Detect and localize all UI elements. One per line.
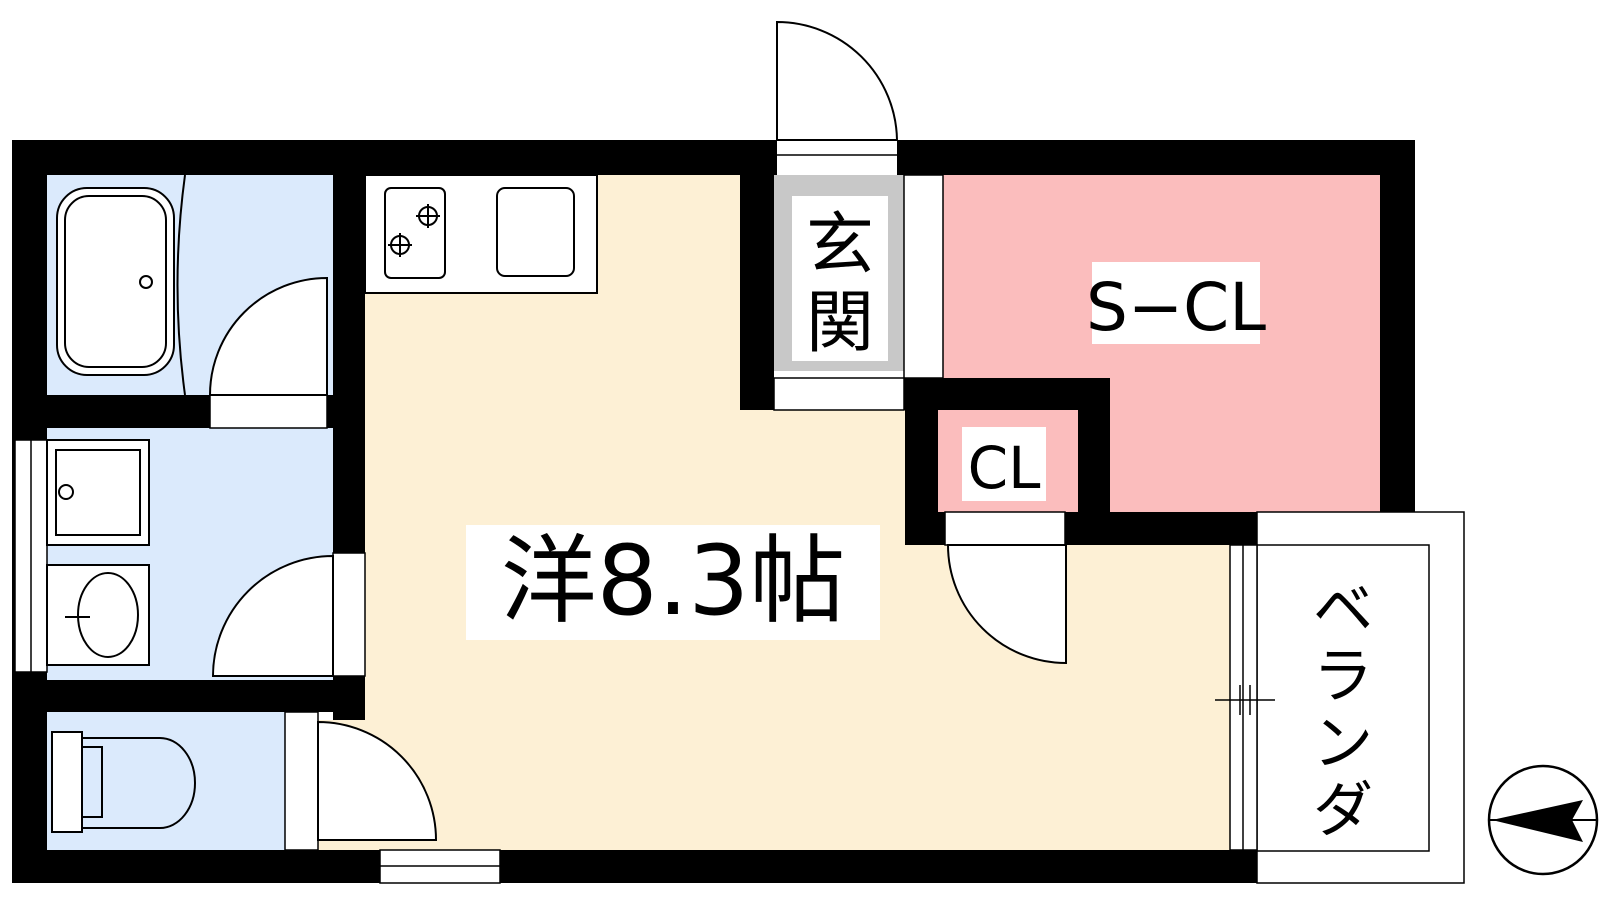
main-room-label-bg (466, 525, 880, 640)
wall-bottom (12, 850, 1257, 883)
entrance-label-bg (792, 196, 888, 361)
wall-wash-toilet (47, 680, 365, 712)
wall-right (1380, 140, 1415, 545)
openings (14, 140, 1066, 884)
balcony (1215, 511, 1465, 884)
storage-closet-label-bg (1092, 262, 1260, 344)
balcony-label-char1: ベ (1313, 575, 1373, 645)
entrance-label-line2: 関 (806, 284, 874, 363)
closet-door-opening (944, 511, 1066, 546)
entrance-closet-opening (903, 174, 944, 379)
sink-icon (496, 187, 575, 277)
front-door-swing-icon (776, 20, 899, 141)
balcony-label-char2: ラ (1313, 642, 1373, 712)
balcony-label-char3: ン (1313, 709, 1373, 779)
entrance-step (773, 377, 905, 411)
wall-top-right (897, 140, 1415, 175)
wall-entrance-left (740, 140, 774, 410)
wall-top-left (12, 140, 777, 175)
storage-closet-label: S−CL (1086, 269, 1266, 346)
stove-icon (364, 174, 598, 294)
wall-balcony-bottom (1230, 850, 1257, 883)
labels: 洋8.3帖 玄 関 S−CL CL ベ ラ ン ダ (466, 196, 1373, 846)
north-compass-icon (1487, 764, 1599, 876)
toilet-door-opening (284, 711, 319, 851)
bath-door-opening (209, 394, 328, 429)
washbasin-icon (46, 564, 150, 666)
door-swings (208, 20, 1067, 841)
main-room-label: 洋8.3帖 (501, 525, 846, 637)
wall-closet-top (905, 378, 1110, 410)
entrance-label-line1: 玄 (806, 206, 874, 285)
washroom-door-opening (332, 552, 366, 677)
closet-door-swing-icon (946, 544, 1067, 665)
closet-label: CL (968, 434, 1041, 502)
toilet-icon (51, 731, 196, 833)
bath-door-swing-icon (208, 276, 328, 396)
washing-machine-icon (46, 439, 150, 546)
closet-label-bg (962, 427, 1046, 501)
toilet-door-swing-icon (317, 720, 438, 841)
washroom-door-swing-icon (211, 554, 334, 677)
balcony-label-char4: ダ (1313, 776, 1373, 846)
bathtub-icon (56, 174, 186, 396)
balcony-inner (1256, 544, 1430, 852)
main-room-floor (318, 175, 1230, 850)
front-door-opening (777, 140, 897, 175)
fixtures (46, 174, 598, 833)
